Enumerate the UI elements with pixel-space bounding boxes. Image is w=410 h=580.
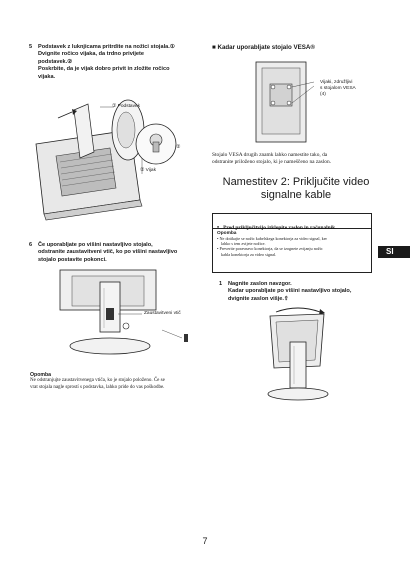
warning-text: Pred priključitvijo izklopite zaslon in … xyxy=(223,225,337,231)
step-5-text: 5 Podstavek z luknjicama pritrdite na no… xyxy=(29,44,175,80)
step-6-note: Opomba Ne odstranjujte zaustavitvenega v… xyxy=(30,372,208,391)
language-tab: SI xyxy=(378,246,410,258)
note-title: Opomba xyxy=(30,372,52,378)
step-1-number: 1 xyxy=(219,281,223,287)
page-number: 7 xyxy=(202,536,208,546)
label-vesa-screws: Vijaki, združljivi s stojalom VESA (4) xyxy=(320,80,356,97)
stopper-plug-illustration xyxy=(59,269,188,355)
square-bullet-icon: ■ xyxy=(212,44,216,51)
step-1-text: 1 Nagnite zaslon navzgor. Kadar uporablj… xyxy=(219,281,352,302)
step-6-number: 6 xyxy=(29,242,33,248)
vesa-heading: ■ Kadar uporabljate stojalo VESA® xyxy=(212,44,315,51)
label-stand: ① Podstavek xyxy=(112,104,141,109)
warning-box: • Pred priključitvijo izklopite zaslon i… xyxy=(212,213,372,273)
label-screw: ② Vijak xyxy=(140,168,156,173)
step-5-number: 5 xyxy=(29,44,33,50)
box-note-title: Opomba xyxy=(217,231,237,236)
tilt-arrow-icon: ⇧ xyxy=(283,295,289,302)
label-stopper-plug: Zaustavitveni vtič xyxy=(144,311,181,316)
vesa-mount-illustration xyxy=(255,61,315,143)
svg-text:②: ② xyxy=(176,144,181,150)
section-title: Namestitev 2: Priključite video signalne… xyxy=(222,176,370,201)
vesa-text: Stojalo VESA drugih znamk lahko namestit… xyxy=(212,152,332,165)
step-6-text: 6 Če uporabljate po višini nastavljivo s… xyxy=(29,242,178,263)
bullet-icon: • xyxy=(217,246,220,252)
bullet-icon: • xyxy=(217,236,220,241)
stand-base-illustration: ② xyxy=(35,99,181,221)
tilt-monitor-illustration xyxy=(267,307,329,401)
